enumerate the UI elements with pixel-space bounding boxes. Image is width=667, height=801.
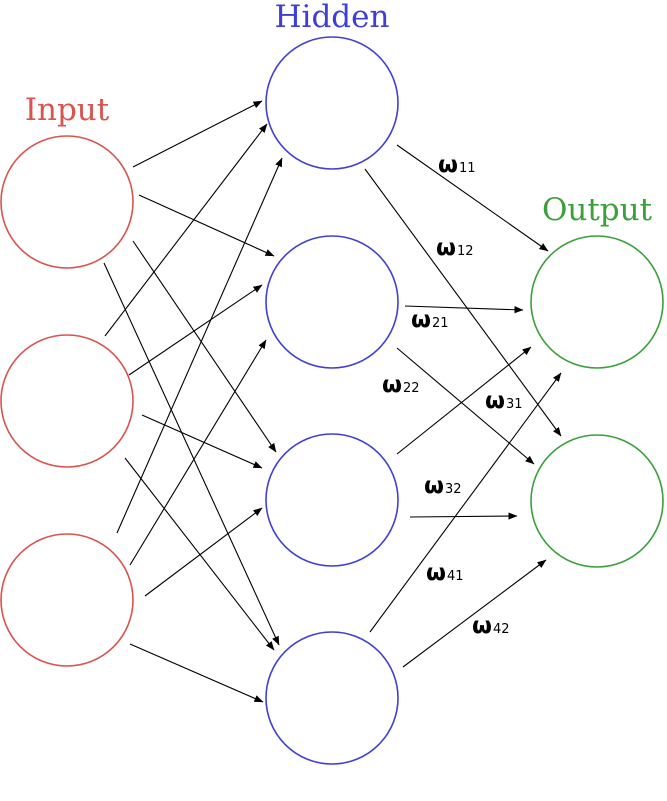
edge-h2-o1: [404, 305, 524, 314]
edge-i2-h4: [124, 457, 275, 651]
weight-label-w22: ω22: [382, 372, 420, 398]
edge-i1-h1: [132, 100, 263, 168]
edge-i1-h3: [132, 240, 277, 453]
edge-i3-h1: [116, 157, 283, 534]
output-node-2: [530, 434, 664, 568]
hidden-node-1: [265, 36, 399, 170]
edge-h1-o2: [364, 168, 562, 437]
edge-i3-h3: [144, 507, 263, 597]
edge-i2-h3: [141, 414, 263, 469]
edge-h2-o2: [396, 347, 535, 465]
hidden-output-connections: [364, 144, 562, 668]
edge-i3-h4: [129, 643, 264, 703]
output-layer: [530, 235, 664, 568]
hidden-node-2: [265, 235, 399, 369]
edge-i1-h2: [138, 194, 275, 257]
edge-h4-o2: [402, 559, 547, 668]
hidden-layer-title: Hidden: [275, 0, 390, 35]
weight-label-w42: ω42: [472, 613, 510, 639]
output-node-1: [530, 235, 664, 369]
input-layer: [0, 135, 134, 667]
edge-h3-o2: [409, 512, 518, 520]
weight-label-w21: ω21: [411, 307, 449, 333]
input-node-3: [0, 533, 134, 667]
edge-i2-h2: [128, 284, 263, 376]
weight-labels: ω11 ω12 ω21 ω22 ω31 ω32 ω41 ω42: [382, 152, 523, 639]
output-layer-title: Output: [542, 192, 653, 228]
input-node-2: [0, 334, 134, 468]
input-layer-title: Input: [25, 92, 110, 128]
hidden-node-3: [265, 433, 399, 567]
edge-i1-h4: [103, 262, 280, 646]
weight-label-w11: ω11: [438, 152, 476, 178]
weight-label-w41: ω41: [426, 560, 464, 586]
edge-h4-o1: [369, 372, 562, 633]
input-hidden-connections: [103, 100, 283, 703]
hidden-node-4: [265, 631, 399, 765]
input-node-1: [0, 135, 134, 269]
edge-h1-o1: [396, 144, 549, 252]
edge-h3-o1: [396, 346, 532, 455]
weight-label-w31: ω31: [485, 388, 523, 414]
weight-label-w32: ω32: [424, 473, 462, 499]
weight-label-w12: ω12: [436, 235, 474, 261]
hidden-layer: [265, 36, 399, 765]
edge-i3-h2: [129, 339, 267, 566]
edge-i2-h1: [104, 123, 268, 337]
